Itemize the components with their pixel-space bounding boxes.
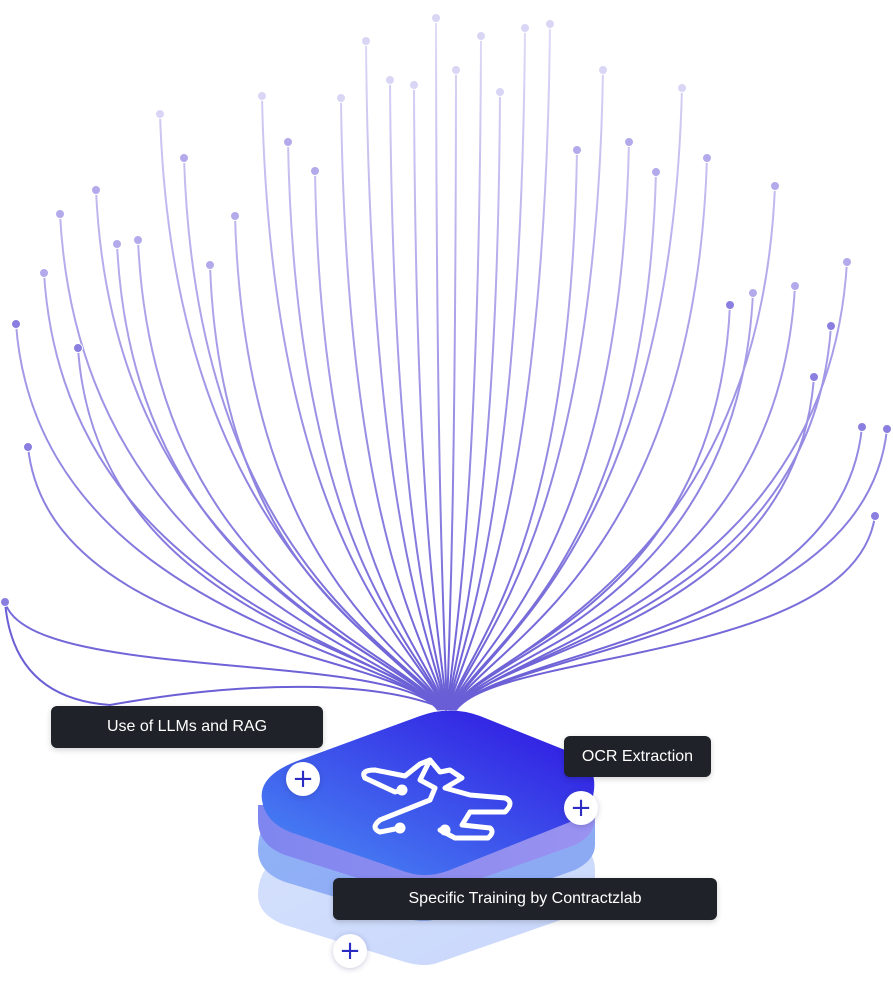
fiber-line — [453, 285, 796, 711]
fiber-line — [340, 97, 446, 711]
fiber-end-node — [748, 288, 758, 298]
fiber-line — [452, 185, 776, 711]
fiber-line — [454, 261, 848, 711]
fiber-end-node — [476, 31, 486, 41]
fiber-line — [449, 69, 604, 711]
fiber-line — [447, 27, 526, 711]
fiber-end-node — [677, 83, 687, 93]
fiber-end-node — [205, 260, 215, 270]
fiber-end-node — [702, 153, 712, 163]
fiber-line — [59, 213, 441, 711]
expand-training-plus-button[interactable]: + — [333, 934, 367, 968]
fiber-end-node — [725, 300, 735, 310]
fiber-line — [453, 376, 815, 711]
fiber-end-node — [842, 257, 852, 267]
fiber-line — [287, 141, 445, 711]
fiber-line — [448, 23, 551, 711]
plus-icon: + — [292, 764, 314, 794]
fiber-line — [4, 601, 439, 711]
fiber-end-node — [310, 166, 320, 176]
llm-rag-label: Use of LLMs and RAG — [51, 706, 323, 748]
fiber-line — [449, 141, 630, 711]
fiber-line — [454, 428, 888, 711]
fiber-line — [413, 84, 448, 711]
fiber-line — [4, 601, 448, 711]
fiber-end-node — [73, 343, 83, 353]
fiber-end-node — [385, 75, 395, 85]
fiber-end-node — [112, 239, 122, 249]
fiber-end-node — [133, 235, 143, 245]
fiber-line — [95, 189, 441, 711]
fiber-end-node — [770, 181, 780, 191]
fiber-end-node — [91, 185, 101, 195]
expand-ocr-plus-button[interactable]: + — [564, 791, 598, 825]
fiber-end-node — [361, 36, 371, 46]
fiber-end-node — [336, 93, 346, 103]
expand-llm-plus-button[interactable]: + — [286, 762, 320, 796]
fiber-end-node — [826, 321, 836, 331]
fiber-line — [116, 243, 442, 711]
fiber-end-node — [23, 442, 33, 452]
fiber-end-node — [155, 109, 165, 119]
fiber-end-node — [651, 167, 661, 177]
fiber-line — [27, 446, 440, 711]
fiber-end-node — [179, 153, 189, 163]
fiber-end-node — [0, 597, 10, 607]
fiber-line — [365, 40, 447, 711]
specific-training-label: Specific Training by Contractzlab — [333, 878, 717, 920]
plus-icon: + — [570, 793, 592, 823]
fiber-line — [234, 215, 444, 711]
fiber-line — [447, 91, 501, 711]
fiber-line — [446, 69, 457, 711]
fiber-end-node — [257, 91, 267, 101]
fiber-line — [446, 35, 482, 711]
fiber-line — [261, 95, 445, 711]
platform-top-face — [261, 710, 595, 875]
fiber-end-node — [230, 211, 240, 221]
fiber-line — [77, 347, 441, 711]
fiber-end-node — [572, 145, 582, 155]
fiber-end-node — [283, 137, 293, 147]
fiber-end-node — [545, 19, 555, 29]
platform-stack — [258, 710, 595, 965]
contractzlab-logo-icon — [361, 757, 513, 841]
fiber-end-node — [882, 424, 892, 434]
fiber-end-node — [870, 511, 880, 521]
fiber-end-node — [624, 137, 634, 147]
fiber-line — [454, 515, 876, 711]
fiber-line — [209, 264, 444, 711]
fiber-line — [451, 304, 731, 711]
fiber-end-node — [857, 422, 867, 432]
ocr-extraction-label: OCR Extraction — [564, 736, 711, 777]
fiber-line — [451, 157, 708, 711]
fiber-line — [448, 149, 578, 711]
fiber-end-node — [790, 281, 800, 291]
plus-icon: + — [339, 936, 361, 966]
fiber-end-node — [520, 23, 530, 33]
fiber-end-node — [39, 268, 49, 278]
fiber-end-node — [451, 65, 461, 75]
fiber-line — [314, 170, 446, 711]
fiber-line — [450, 171, 657, 711]
fiber-line — [450, 87, 683, 711]
fiber-line — [15, 323, 440, 711]
fiber-line — [137, 239, 442, 711]
fiber-end-nodes — [0, 13, 892, 607]
fiber-line — [435, 17, 448, 711]
fiber-end-node — [431, 13, 441, 23]
fiber-line — [389, 79, 447, 711]
fiber-end-node — [55, 209, 65, 219]
fiber-end-node — [598, 65, 608, 75]
fiber-lines — [4, 17, 888, 711]
fiber-end-node — [809, 372, 819, 382]
fiber-end-node — [409, 80, 419, 90]
fiber-end-node — [11, 319, 21, 329]
fiber-end-node — [495, 87, 505, 97]
